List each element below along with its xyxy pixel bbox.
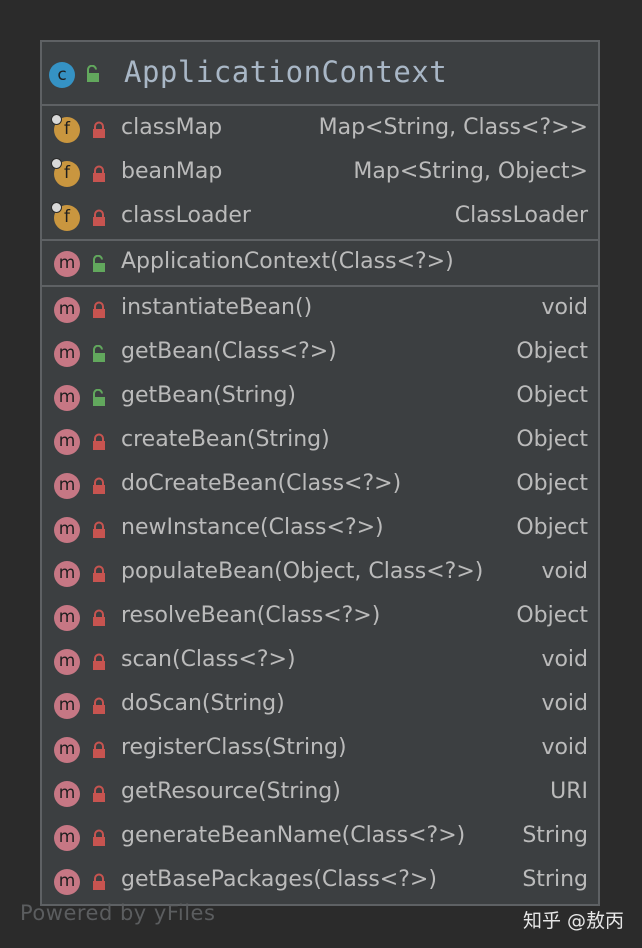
method-type: String — [522, 867, 588, 892]
method-row: m newInstance(Class<?>) Object — [42, 508, 598, 552]
method-name: resolveBean(Class<?>) — [121, 603, 381, 628]
private-lock-icon — [91, 653, 107, 671]
private-lock-icon — [91, 785, 107, 803]
method-type: URI — [550, 779, 588, 804]
field-type: ClassLoader — [454, 203, 588, 228]
method-name: createBean(String) — [121, 427, 330, 452]
private-lock-icon — [91, 477, 107, 495]
field-type: Map<String, Object> — [353, 159, 588, 184]
method-name: scan(Class<?>) — [121, 647, 296, 672]
private-lock-icon — [91, 165, 107, 183]
method-type: void — [541, 559, 588, 584]
method-name: populateBean(Object, Class<?>) — [121, 559, 484, 584]
public-lock-icon — [91, 344, 107, 363]
method-name: doScan(String) — [121, 691, 285, 716]
method-name: getBean(String) — [121, 383, 297, 408]
private-lock-icon — [91, 521, 107, 539]
method-icon: m — [54, 341, 80, 367]
method-row: m createBean(String) Object — [42, 420, 598, 464]
method-name: newInstance(Class<?>) — [121, 515, 384, 540]
private-lock-icon — [91, 873, 107, 891]
private-lock-icon — [91, 433, 107, 451]
private-lock-icon — [91, 209, 107, 227]
constructors-divider — [42, 285, 598, 287]
powered-by-label: Powered by yFiles — [20, 901, 216, 925]
private-lock-icon — [91, 565, 107, 583]
field-name: classMap — [121, 115, 223, 140]
method-type: String — [522, 823, 588, 848]
private-lock-icon — [91, 609, 107, 627]
method-icon: m — [54, 429, 80, 455]
field-row: f beanMap Map<String, Object> — [42, 152, 598, 196]
private-lock-icon — [91, 829, 107, 847]
method-name: getBean(Class<?>) — [121, 339, 337, 364]
fields-divider — [42, 239, 598, 241]
method-row: m getResource(String) URI — [42, 772, 598, 816]
constructor-row: m ApplicationContext(Class<?>) — [42, 242, 598, 286]
method-icon: m — [54, 473, 80, 499]
method-row: m getBean(String) Object — [42, 376, 598, 420]
method-icon: m — [54, 825, 80, 851]
class-type-icon: c — [49, 62, 75, 88]
method-name: generateBeanName(Class<?>) — [121, 823, 466, 848]
method-row: m doScan(String) void — [42, 684, 598, 728]
private-lock-icon — [91, 741, 107, 759]
public-lock-icon — [91, 388, 107, 407]
method-type: Object — [516, 339, 588, 364]
field-row: f classMap Map<String, Class<?>> — [42, 108, 598, 152]
private-lock-icon — [91, 697, 107, 715]
field-row: f classLoader ClassLoader — [42, 196, 598, 240]
method-icon: m — [54, 297, 80, 323]
method-icon: m — [54, 649, 80, 675]
method-icon: m — [54, 605, 80, 631]
method-icon: m — [54, 385, 80, 411]
method-row: m registerClass(String) void — [42, 728, 598, 772]
method-type: Object — [516, 383, 588, 408]
method-icon: m — [54, 251, 80, 277]
method-type: Object — [516, 603, 588, 628]
field-icon: f — [51, 202, 80, 231]
method-row: m generateBeanName(Class<?>) String — [42, 816, 598, 860]
watermark: 知乎 @敖丙 — [522, 910, 624, 932]
method-name: instantiateBean() — [121, 295, 313, 320]
method-type: Object — [516, 471, 588, 496]
public-lock-icon — [91, 254, 107, 273]
method-type: void — [541, 295, 588, 320]
method-row: m doCreateBean(Class<?>) Object — [42, 464, 598, 508]
method-name: registerClass(String) — [121, 735, 347, 760]
method-icon: m — [54, 737, 80, 763]
method-icon: m — [54, 781, 80, 807]
method-type: void — [541, 647, 588, 672]
method-name: getResource(String) — [121, 779, 341, 804]
class-header: c ApplicationContext — [42, 42, 598, 106]
method-row: m getBasePackages(Class<?>) String — [42, 860, 598, 904]
method-row: m resolveBean(Class<?>) Object — [42, 596, 598, 640]
method-icon: m — [54, 517, 80, 543]
field-icon: f — [51, 114, 80, 143]
method-icon: m — [54, 869, 80, 895]
public-lock-icon — [85, 64, 101, 83]
method-type: void — [541, 735, 588, 760]
method-row: m populateBean(Object, Class<?>) void — [42, 552, 598, 596]
method-type: Object — [516, 515, 588, 540]
method-row: m instantiateBean() void — [42, 288, 598, 332]
field-name: classLoader — [121, 203, 251, 228]
method-row: m getBean(Class<?>) Object — [42, 332, 598, 376]
constructor-name: ApplicationContext(Class<?>) — [121, 249, 454, 274]
method-type: void — [541, 691, 588, 716]
method-name: getBasePackages(Class<?>) — [121, 867, 437, 892]
field-name: beanMap — [121, 159, 223, 184]
method-icon: m — [54, 561, 80, 587]
method-type: Object — [516, 427, 588, 452]
field-icon: f — [51, 158, 80, 187]
private-lock-icon — [91, 121, 107, 139]
method-row: m scan(Class<?>) void — [42, 640, 598, 684]
field-type: Map<String, Class<?>> — [318, 115, 588, 140]
method-name: doCreateBean(Class<?>) — [121, 471, 402, 496]
method-icon: m — [54, 693, 80, 719]
private-lock-icon — [91, 301, 107, 319]
class-title: ApplicationContext — [124, 55, 448, 89]
